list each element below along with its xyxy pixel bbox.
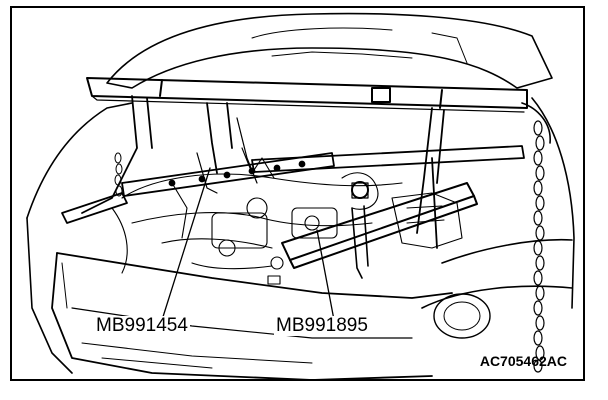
open-hood — [106, 12, 553, 89]
leader-line-mb991895 — [316, 229, 335, 321]
callout-label-mb991895: MB991895 — [274, 315, 370, 336]
lifting-chain — [521, 102, 551, 373]
leader-line-mb991454 — [161, 167, 211, 321]
left-chain — [114, 152, 123, 197]
figure-frame: MB991454 MB991895 AC705462AC — [10, 6, 585, 381]
vehicle-body — [26, 97, 575, 374]
callout-leaders — [161, 167, 335, 321]
engine-hanger-beam — [86, 77, 528, 113]
adjustment-bar — [121, 117, 335, 197]
figure-code: AC705462AC — [479, 353, 567, 369]
callout-label-mb991454: MB991454 — [94, 315, 190, 336]
rear-crossbar — [251, 145, 525, 249]
engine-assembly — [111, 147, 463, 285]
front-support-beam — [281, 181, 478, 279]
